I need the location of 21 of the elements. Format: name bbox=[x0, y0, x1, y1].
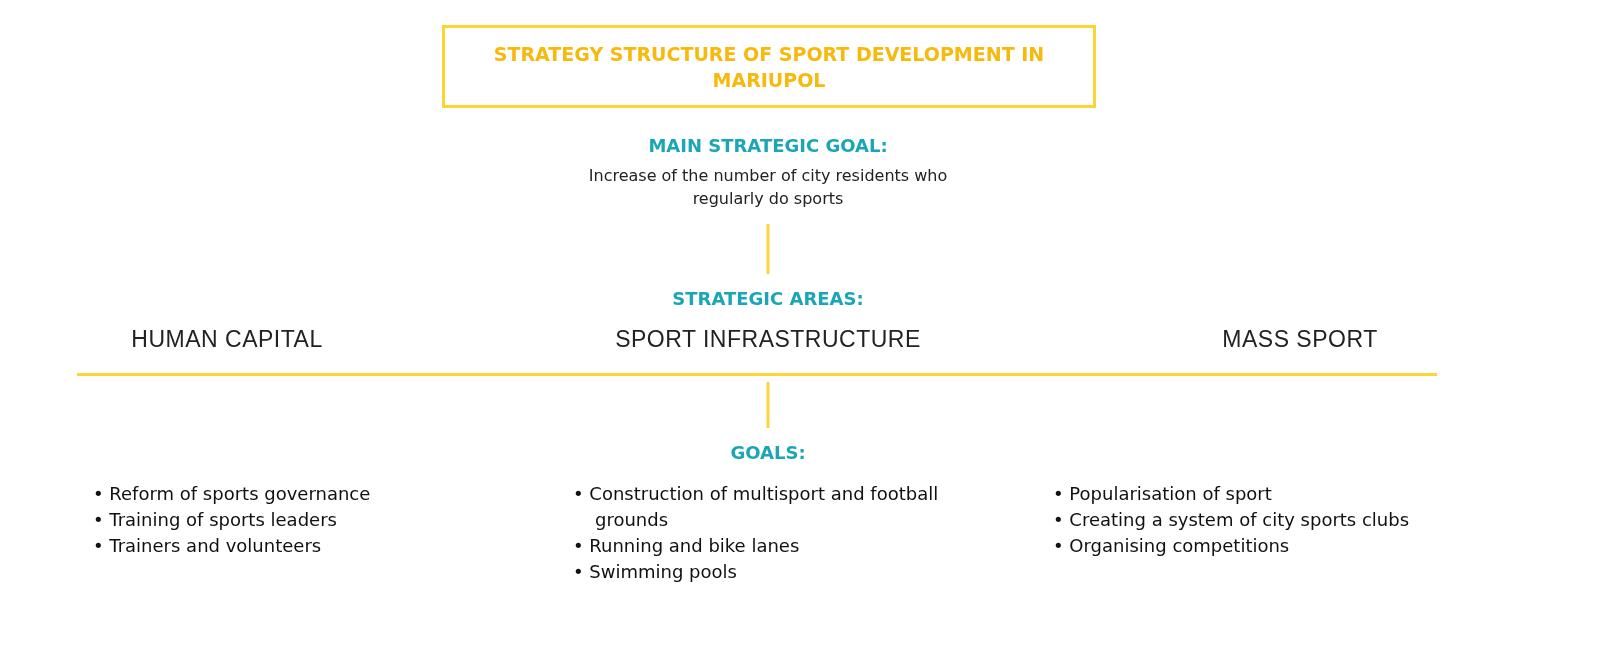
connector-line bbox=[766, 224, 770, 274]
goal-item: • Reform of sports governance bbox=[93, 482, 372, 506]
connector-line bbox=[766, 382, 770, 428]
goal-item: • Swimming pools bbox=[573, 560, 738, 584]
divider-bar bbox=[77, 373, 1437, 376]
goal-description: Increase of the number of city residents who regularly do sports bbox=[587, 165, 949, 210]
goal-item: • Construction of multisport and football grounds bbox=[573, 482, 940, 532]
section-heading: GOALS: bbox=[730, 442, 806, 463]
title-box bbox=[442, 25, 1096, 108]
goal-item: • Organising competitions bbox=[1053, 534, 1291, 558]
goal-item: • Popularisation of sport bbox=[1053, 482, 1273, 506]
goal-item: • Running and bike lanes bbox=[573, 534, 801, 558]
goal-item: • Trainers and volunteers bbox=[93, 534, 323, 558]
goal-item: • Creating a system of city sports clubs bbox=[1053, 508, 1411, 532]
section-heading: MAIN STRATEGIC GOAL: bbox=[648, 135, 888, 156]
area-label: MASS SPORT bbox=[1221, 326, 1379, 353]
section-heading: STRATEGIC AREAS: bbox=[672, 288, 864, 309]
area-label: SPORT INFRASTRUCTURE bbox=[614, 326, 922, 353]
goal-item: • Training of sports leaders bbox=[93, 508, 338, 532]
title: STRATEGY STRUCTURE OF SPORT DEVELOPMENT IN MARIUPOL bbox=[492, 41, 1046, 93]
area-label: HUMAN CAPITAL bbox=[130, 326, 324, 353]
